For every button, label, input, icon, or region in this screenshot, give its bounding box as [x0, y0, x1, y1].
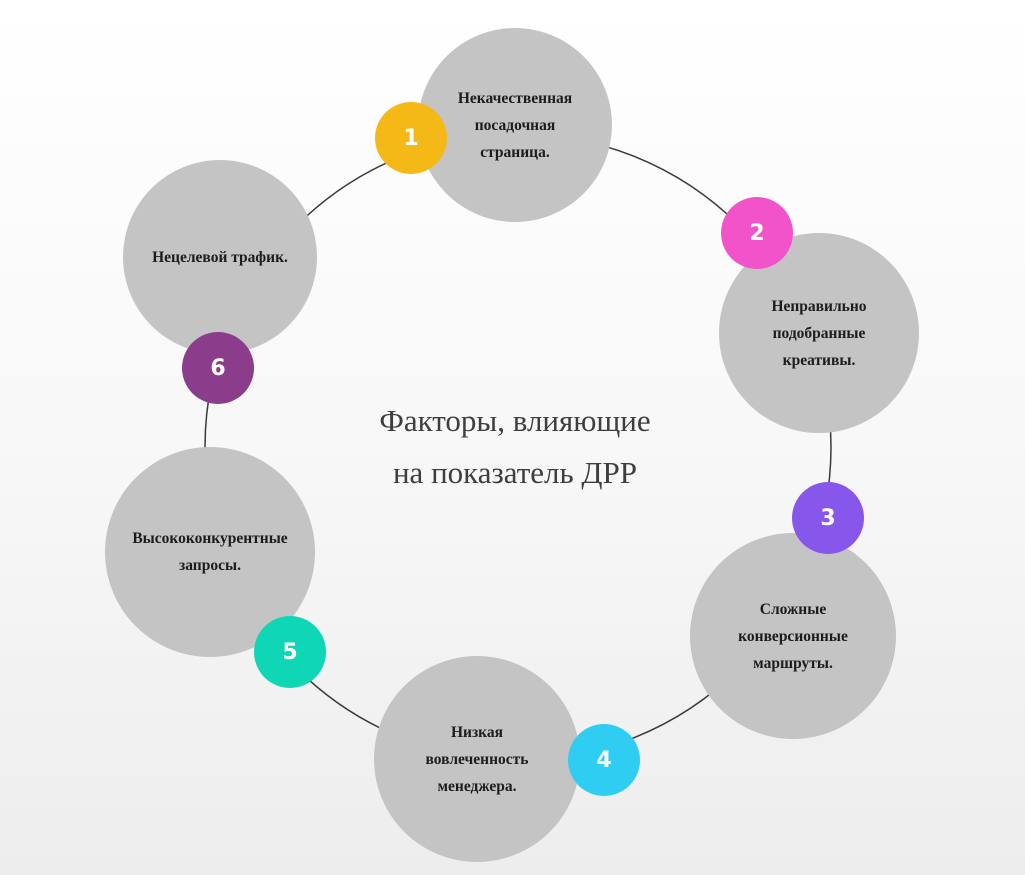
factor-badge-1: 1	[375, 102, 447, 174]
factor-label-3: Сложные конверсионные маршруты.	[738, 600, 848, 672]
factor-circle-3: Сложные конверсионные маршруты.	[690, 533, 896, 739]
factor-label-4: Низкая вовлеченность менеджера.	[425, 723, 529, 795]
factor-badge-3: 3	[792, 482, 864, 554]
factor-circle-6: Нецелевой трафик.	[123, 160, 317, 354]
factor-label-5: Высококонкурентные запросы.	[132, 530, 288, 574]
factor-circle-2: Неправильно подобранные креативы.	[719, 233, 919, 433]
factor-badge-2: 2	[721, 197, 793, 269]
factor-label-6: Нецелевой трафик.	[152, 248, 288, 266]
factor-badge-4: 4	[568, 724, 640, 796]
factor-badge-6: 6	[182, 332, 254, 404]
factor-badge-5: 5	[254, 616, 326, 688]
diagram-title: Факторы, влияющие на показатель ДРР	[379, 403, 651, 490]
factor-label-1: Некачественная посадочная страница.	[457, 89, 573, 161]
factor-circle-4: Низкая вовлеченность менеджера.	[374, 656, 580, 862]
factor-label-2: Неправильно подобранные креативы.	[771, 297, 867, 369]
factor-circle-1: Некачественная посадочная страница.	[418, 28, 612, 222]
